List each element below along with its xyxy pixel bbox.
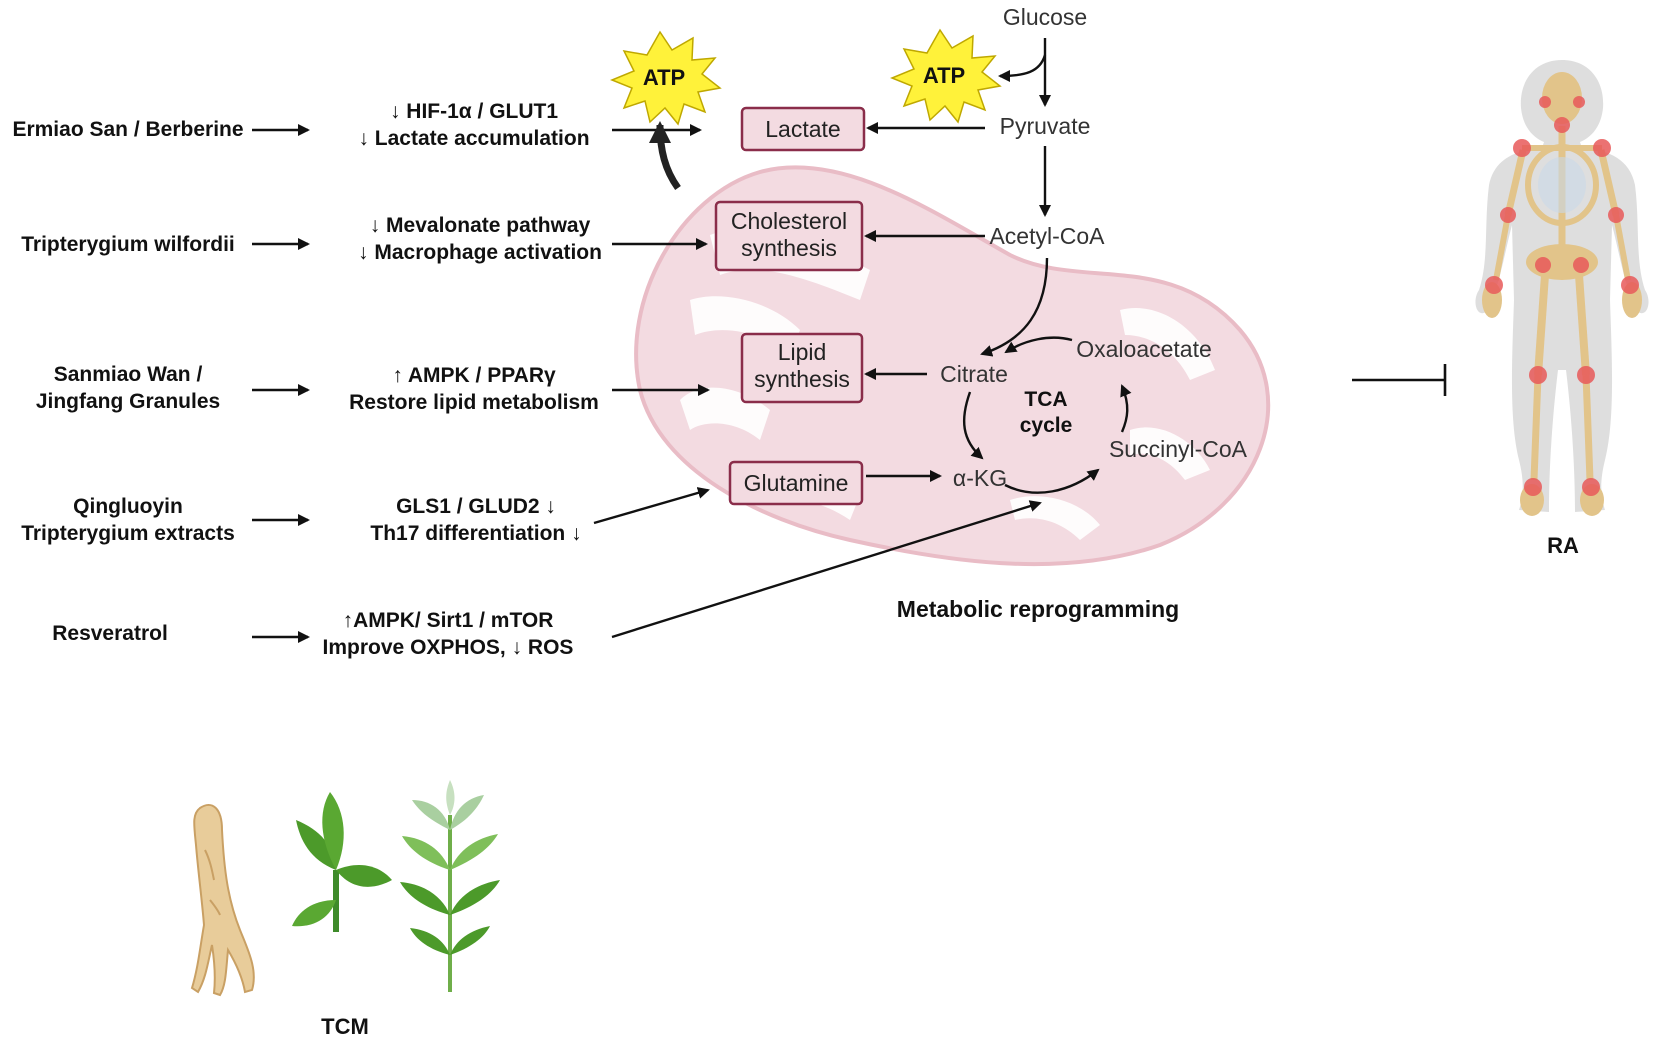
metabolite-labels: Glucose Pyruvate Acetyl-CoA Citrate Oxal…: [940, 4, 1248, 491]
citrate-label: Citrate: [940, 361, 1008, 387]
atp-star-left: ATP: [610, 30, 722, 126]
effect-list: ↓ HIF-1α / GLUT1↓ Lactate accumulation ↓…: [323, 100, 602, 659]
caption-ra: RA: [1547, 533, 1579, 558]
caption-tcm: TCM: [321, 1014, 369, 1039]
inhibition-arrow: [1352, 364, 1447, 396]
drug-arrows: [252, 124, 310, 643]
inflamed-joints: [1485, 96, 1639, 496]
drug-name-5: Resveratrol: [52, 622, 168, 645]
box-glutamine: Glutamine: [728, 460, 864, 506]
skeleton-figure: [1475, 60, 1649, 516]
pathway-arrows: [649, 38, 1132, 494]
ginseng-root-icon: [190, 803, 255, 997]
drug-name-3: Sanmiao Wan /Jingfang Granules: [36, 363, 220, 413]
atp-label-left: ATP: [643, 65, 685, 90]
akg-label: α-KG: [953, 465, 1007, 491]
atp-label-right: ATP: [923, 63, 965, 88]
caption-metabolic-reprogramming: Metabolic reprogramming: [897, 596, 1179, 622]
pyruvate-label: Pyruvate: [1000, 113, 1091, 139]
atp-star-right: ATP: [890, 28, 1002, 124]
effect-2: ↓ Mevalonate pathway↓ Macrophage activat…: [358, 214, 602, 264]
svg-text:Glutamine: Glutamine: [744, 470, 849, 496]
effect-1: ↓ HIF-1α / GLUT1↓ Lactate accumulation: [358, 100, 589, 150]
effect-arrows: [593, 124, 1042, 639]
box-lactate: Lactate: [740, 106, 866, 152]
effect-4: GLS1 / GLUD2 ↓Th17 differentiation ↓: [370, 495, 581, 545]
drug-name-1: Ermiao San / Berberine: [12, 118, 243, 141]
drug-name-2: Tripterygium wilfordii: [21, 233, 235, 256]
succinyl-coa-label: Succinyl-CoA: [1109, 436, 1248, 462]
glucose-label: Glucose: [1003, 4, 1087, 30]
oxaloacetate-label: Oxaloacetate: [1076, 336, 1212, 362]
drug-list: Ermiao San / Berberine Tripterygium wilf…: [12, 118, 243, 645]
svg-text:Lactate: Lactate: [765, 116, 840, 142]
leaf-plant-icon: [292, 792, 392, 932]
artemisia-plant-icon: [400, 780, 500, 992]
acetyl-coa-label: Acetyl-CoA: [989, 223, 1105, 249]
